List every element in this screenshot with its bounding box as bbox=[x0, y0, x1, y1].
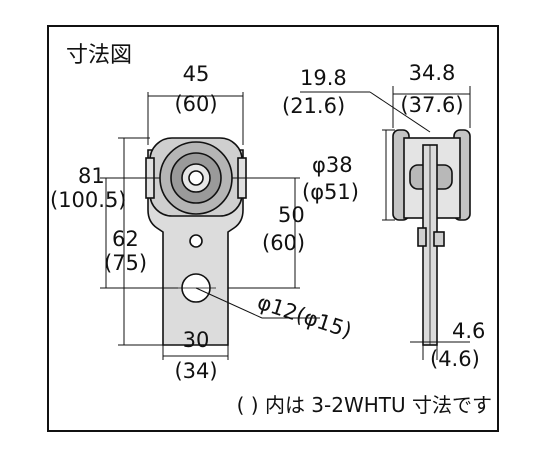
width-base-label: 30 bbox=[183, 328, 210, 352]
footnote: ( ) 内は 3-2WHTU 寸法です bbox=[237, 393, 492, 417]
side-small-tab bbox=[417, 227, 427, 247]
side-width-label: 34.8 bbox=[409, 61, 456, 85]
plate-thickness-alt-label: (4.6) bbox=[430, 347, 480, 371]
wheel-diameter-alt-label: (φ51) bbox=[302, 180, 359, 204]
wheel-diameter-label: φ38 bbox=[312, 153, 353, 177]
width-top-alt-label: (60) bbox=[174, 92, 217, 116]
side-dimensions bbox=[300, 86, 471, 360]
height-hole-alt-label: (75) bbox=[104, 251, 147, 275]
height-total-label: 81 bbox=[78, 164, 105, 188]
drawing-title: 寸法図 bbox=[66, 43, 132, 68]
axle bbox=[188, 170, 204, 186]
width-top-label: 45 bbox=[183, 62, 210, 86]
side-width-alt-label: (37.6) bbox=[400, 93, 463, 117]
small-hole bbox=[189, 234, 203, 248]
height-center-alt-label: (60) bbox=[262, 231, 305, 255]
offset-alt-label: (21.6) bbox=[282, 94, 345, 118]
width-base-alt-label: (34) bbox=[174, 359, 217, 383]
offset-label: 19.8 bbox=[300, 66, 347, 90]
height-total-alt-label: (100.5) bbox=[50, 188, 127, 212]
height-center-label: 50 bbox=[278, 203, 305, 227]
height-hole-label: 62 bbox=[112, 227, 139, 251]
side-view bbox=[392, 129, 471, 346]
side-small-tab-right bbox=[433, 231, 445, 247]
front-dimensions bbox=[100, 92, 320, 360]
plate-thickness-label: 4.6 bbox=[452, 319, 485, 343]
